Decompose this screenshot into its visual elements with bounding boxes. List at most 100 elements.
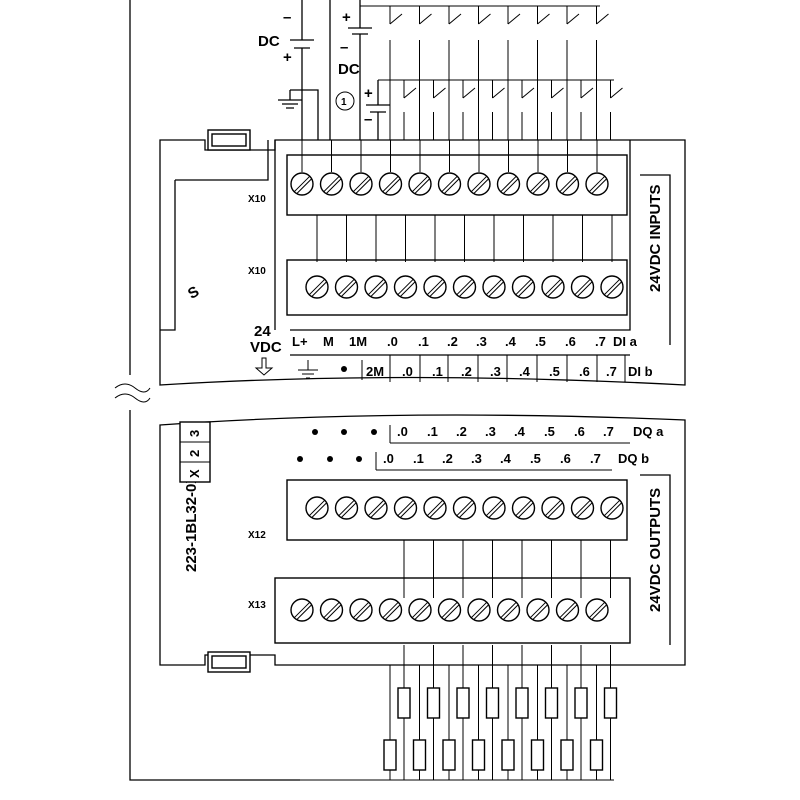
di-a-group: DI a bbox=[613, 334, 638, 349]
input-terminal-label: .1 bbox=[432, 364, 443, 379]
supply-label-vdc: VDC bbox=[250, 339, 282, 356]
input-terminal-label: .6 bbox=[579, 364, 590, 379]
connector-x10-bottom bbox=[286, 259, 628, 316]
output-labels-a: .0.1.2.3.4.5.6.7 bbox=[397, 424, 614, 439]
input-switch bbox=[419, 6, 432, 140]
screw-terminal bbox=[334, 275, 359, 299]
input-terminal-label: .4 bbox=[505, 334, 517, 349]
input-terminal-label: .0 bbox=[402, 364, 413, 379]
output-terminal-label: .5 bbox=[530, 451, 541, 466]
input-switch bbox=[610, 80, 623, 140]
input-switch bbox=[462, 80, 476, 140]
input-terminal-label: .2 bbox=[461, 364, 472, 379]
screw-terminal bbox=[437, 598, 462, 622]
input-switch bbox=[507, 6, 521, 140]
screw-terminal bbox=[600, 275, 624, 299]
input-terminal-label: .3 bbox=[490, 364, 501, 379]
load-resistor bbox=[560, 665, 574, 780]
output-terminal-label: .3 bbox=[485, 424, 496, 439]
screw-terminal bbox=[570, 275, 595, 299]
dc-supply-2: + – DC bbox=[338, 0, 372, 140]
load-resistor bbox=[515, 645, 529, 780]
screw-terminal bbox=[437, 172, 462, 196]
input-terminal-label: M bbox=[323, 334, 334, 349]
dc-supply-3: + – bbox=[364, 80, 390, 140]
screw-terminal bbox=[408, 172, 432, 196]
input-terminal-label: .6 bbox=[565, 334, 576, 349]
load-resistor bbox=[574, 645, 588, 780]
input-switch bbox=[580, 80, 594, 140]
screw-terminal bbox=[482, 275, 506, 299]
input-terminal-label: .1 bbox=[418, 334, 429, 349]
load-resistor bbox=[426, 645, 441, 780]
output-terminal-label: .7 bbox=[603, 424, 614, 439]
output-terminal-label: .1 bbox=[413, 451, 424, 466]
input-terminal-label: .3 bbox=[476, 334, 487, 349]
output-terminal-label: .0 bbox=[383, 451, 394, 466]
unused-dot bbox=[341, 366, 347, 372]
load-resistor bbox=[501, 665, 515, 780]
load-resistor bbox=[456, 645, 470, 780]
load-resistor bbox=[383, 665, 397, 780]
screw-terminal bbox=[319, 598, 344, 622]
screw-terminal bbox=[600, 496, 624, 520]
input-switch bbox=[433, 80, 446, 140]
return-rail bbox=[129, 0, 300, 781]
screw-terminal bbox=[570, 496, 595, 520]
dc-label-top: DC bbox=[258, 33, 280, 50]
version-3: 3 bbox=[187, 430, 202, 437]
dc-label-mid: DC bbox=[338, 61, 360, 78]
screw-terminal bbox=[349, 598, 373, 622]
di-b-group: DI b bbox=[628, 364, 653, 379]
load-resistor bbox=[397, 645, 411, 780]
screw-terminal bbox=[496, 598, 521, 622]
input-switch bbox=[492, 80, 505, 140]
screw-terminal bbox=[319, 172, 344, 196]
screw-terminal bbox=[408, 598, 432, 622]
screw-terminal bbox=[378, 172, 403, 196]
screw-terminal bbox=[585, 598, 609, 622]
load-resistor bbox=[442, 665, 456, 780]
output-terminal-label: .7 bbox=[590, 451, 601, 466]
screw-terminal bbox=[334, 496, 359, 520]
input-switch bbox=[403, 80, 417, 140]
version-x: X bbox=[187, 469, 202, 478]
screw-terminal bbox=[364, 275, 388, 299]
screw-terminal bbox=[393, 496, 418, 520]
screw-terminal bbox=[290, 172, 314, 196]
screw-terminal bbox=[482, 496, 506, 520]
output-terminal-label: .0 bbox=[397, 424, 408, 439]
screw-terminal bbox=[349, 172, 373, 196]
arrow-down-icon bbox=[254, 357, 274, 376]
load-resistor bbox=[589, 665, 604, 780]
load-resistor bbox=[530, 665, 545, 780]
screw-terminal bbox=[467, 172, 491, 196]
input-switches-b bbox=[378, 79, 623, 140]
output-terminal-label: .4 bbox=[514, 424, 526, 439]
label-x10-bottom: X10 bbox=[248, 266, 266, 277]
screw-terminal bbox=[555, 172, 580, 196]
input-switch bbox=[478, 6, 491, 140]
output-terminal-label: .6 bbox=[560, 451, 571, 466]
load-resistor bbox=[412, 665, 427, 780]
screw-terminal bbox=[305, 496, 329, 520]
note-number: 1 bbox=[341, 97, 347, 108]
input-terminal-label: .5 bbox=[549, 364, 560, 379]
input-terminal-label: .7 bbox=[595, 334, 606, 349]
screw-terminal bbox=[452, 496, 477, 520]
break-mark bbox=[114, 383, 151, 403]
input-terminal-label: L+ bbox=[292, 334, 308, 349]
dq-a-group: DQ a bbox=[633, 424, 664, 439]
label-x12: X12 bbox=[248, 530, 266, 541]
output-labels-b: .0.1.2.3.4.5.6.7 bbox=[383, 451, 601, 466]
output-terminal-label: .2 bbox=[456, 424, 467, 439]
output-terminal-label: .3 bbox=[471, 451, 482, 466]
screw-terminal bbox=[541, 275, 565, 299]
input-terminal-label: .0 bbox=[387, 334, 398, 349]
order-number: 223-1BL32-0XB0 bbox=[183, 454, 200, 572]
input-switch bbox=[389, 6, 403, 140]
input-switch bbox=[596, 6, 609, 140]
input-switch bbox=[551, 80, 564, 140]
